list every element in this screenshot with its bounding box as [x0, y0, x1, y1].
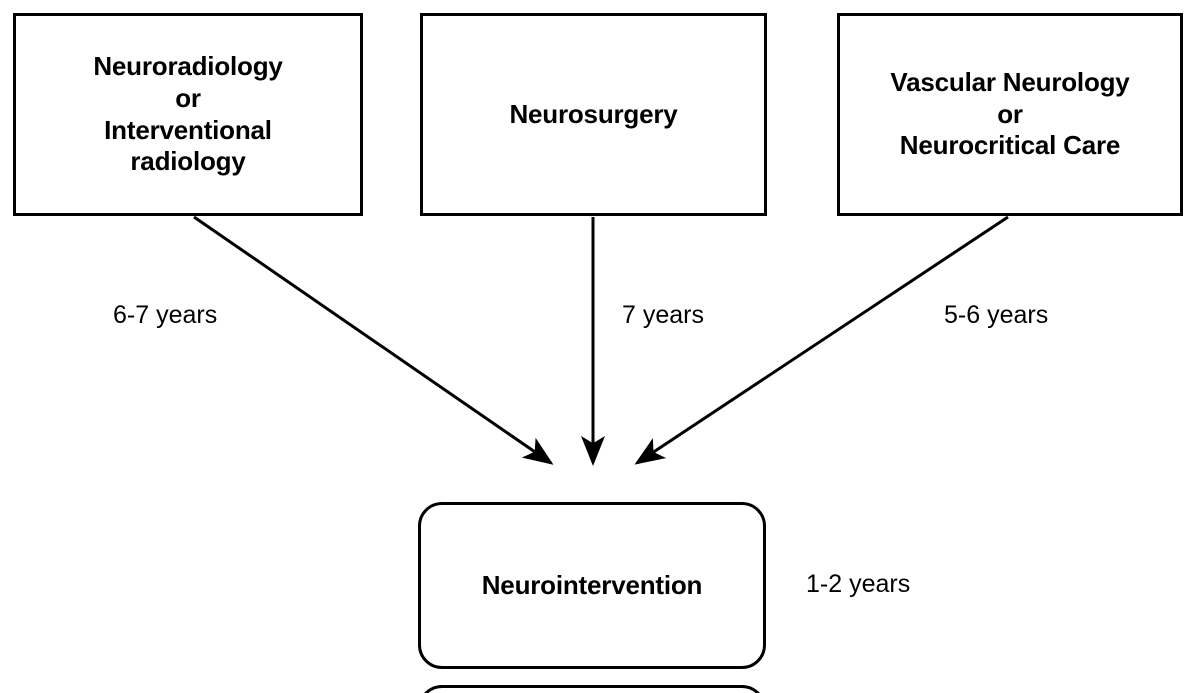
node-neurointervention[interactable]: Neurointervention	[418, 502, 766, 669]
node-vascular-neurology[interactable]: Vascular Neurology or Neurocritical Care	[837, 13, 1183, 216]
duration-label-neurosurgery: 7 years	[622, 301, 704, 329]
edge-neuroradiology-to-neurointervention	[193, 215, 554, 465]
node-neurosurgery[interactable]: Neurosurgery	[420, 13, 767, 216]
node-neuroradiology[interactable]: Neuroradiology or Interventional radiolo…	[13, 13, 363, 216]
node-neuroradiology-label: Neuroradiology or Interventional radiolo…	[93, 51, 283, 177]
duration-label-neuroradiology: 6-7 years	[113, 301, 218, 329]
node-cut-off-bottom[interactable]	[418, 685, 766, 693]
duration-label-vascular-neurology: 5-6 years	[944, 301, 1049, 329]
edge-vascular-neurology-to-neurointervention	[634, 215, 1009, 465]
node-vascular-neurology-label: Vascular Neurology or Neurocritical Care	[890, 66, 1130, 161]
duration-label-neurointervention: 1-2 years	[806, 570, 911, 598]
node-neurosurgery-label: Neurosurgery	[509, 98, 678, 129]
node-neurointervention-label: Neurointervention	[481, 569, 703, 600]
